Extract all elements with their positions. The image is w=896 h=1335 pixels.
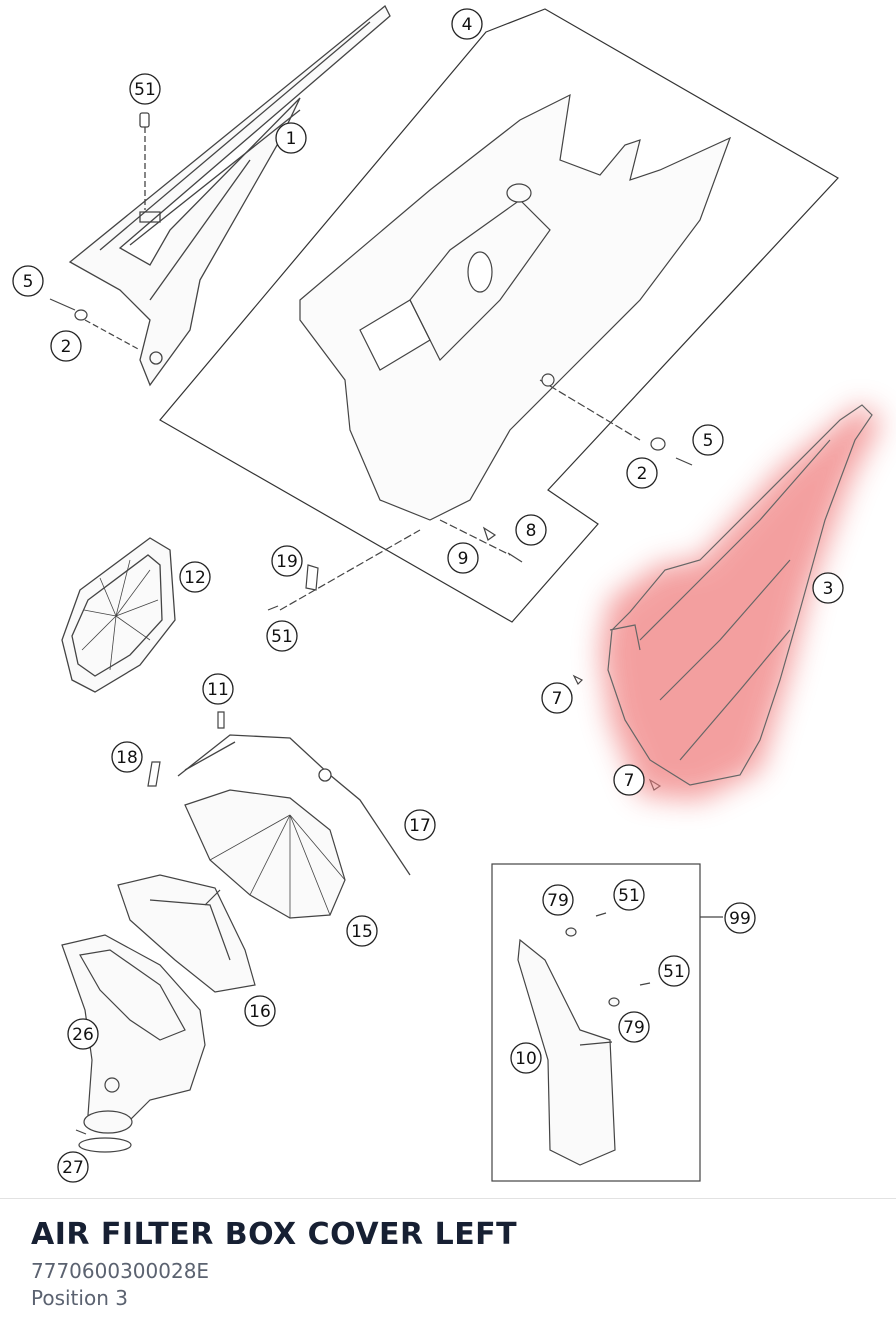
- callout-text-10: 10: [515, 1049, 537, 1069]
- callout-17: [404, 809, 436, 841]
- callout-4: [451, 8, 483, 40]
- callout-text-5-left: 5: [23, 272, 34, 292]
- callout-text-7-lower: 7: [624, 771, 635, 791]
- part-15-filter-element: [184, 789, 346, 919]
- callout-2-left: [50, 330, 82, 362]
- callout-text-51-mid: 51: [271, 627, 293, 647]
- callout-text-99: 99: [729, 909, 751, 929]
- callout-text-5-right: 5: [703, 431, 714, 451]
- callout-text-11: 11: [207, 680, 229, 700]
- callout-5-right: [692, 424, 724, 456]
- callout-51-box-mid: [658, 955, 690, 987]
- part-12-filter-cage: [61, 537, 176, 693]
- callout-5-left: [12, 265, 44, 297]
- callout-text-1: 1: [286, 129, 297, 149]
- callout-text-18: 18: [116, 748, 138, 768]
- callout-text-19: 19: [276, 552, 298, 572]
- callout-99: [724, 902, 756, 934]
- part-3-highlight: [600, 405, 882, 800]
- part-info-panel: AIR FILTER BOX COVER LEFT 7770600300028E…: [0, 1198, 896, 1335]
- part-4-outline: [159, 8, 839, 623]
- callout-text-4: 4: [462, 15, 473, 35]
- callout-text-3: 3: [823, 579, 834, 599]
- part-26-intake-boot: [61, 934, 206, 1134]
- part-10-side-plate: [517, 912, 651, 1166]
- callout-16: [244, 995, 276, 1027]
- callout-51-top: [129, 73, 161, 105]
- small-hardware: [49, 298, 693, 791]
- callout-27: [57, 1151, 89, 1183]
- callout-text-8: 8: [526, 521, 537, 541]
- callout-3: [812, 572, 844, 604]
- exploded-parts-diagram: 4 51 1 5 2 5 2 8 9 19 51 12 3 7 7 11 18 …: [12, 4, 882, 1183]
- callout-26: [67, 1018, 99, 1050]
- part-27-clamp: [75, 1129, 132, 1153]
- part-16-filter-support: [117, 874, 256, 993]
- callout-1: [275, 122, 307, 154]
- callout-text-15: 15: [351, 922, 373, 942]
- callout-numbers: 4 51 1 5 2 5 2 8 9 19 51 12 3 7 7 11 18 …: [23, 15, 834, 1178]
- callout-7-lower: [613, 764, 645, 796]
- callout-text-27: 27: [62, 1158, 84, 1178]
- callout-text-2-right: 2: [637, 464, 648, 484]
- callout-10: [510, 1042, 542, 1074]
- part-99-box: [491, 863, 723, 1182]
- callout-11: [202, 673, 234, 705]
- callout-labels: [12, 8, 844, 1183]
- callout-text-17: 17: [409, 816, 431, 836]
- callout-text-51-top: 51: [134, 80, 156, 100]
- callout-text-51-box-mid: 51: [663, 962, 685, 982]
- callout-text-26: 26: [72, 1025, 94, 1045]
- part-17-wire-bracket: [177, 734, 411, 876]
- callout-text-7-upper: 7: [552, 689, 563, 709]
- callout-19: [271, 545, 303, 577]
- callout-51-box-top: [613, 879, 645, 911]
- callout-9: [447, 542, 479, 574]
- callout-text-79-top: 79: [547, 891, 569, 911]
- callout-18: [111, 741, 143, 773]
- callout-51-mid: [266, 620, 298, 652]
- part-number: 7770600300028E: [31, 1259, 210, 1283]
- callout-text-16: 16: [249, 1002, 271, 1022]
- part-position: Position 3: [31, 1286, 128, 1310]
- callout-8: [515, 514, 547, 546]
- callout-79-bottom: [618, 1011, 650, 1043]
- callout-text-79-bottom: 79: [623, 1018, 645, 1038]
- callout-2-right: [626, 457, 658, 489]
- callout-text-51-box-top: 51: [618, 886, 640, 906]
- part-title: AIR FILTER BOX COVER LEFT: [31, 1217, 518, 1252]
- callout-text-2-left: 2: [61, 337, 72, 357]
- callout-7-upper: [541, 682, 573, 714]
- callout-text-12: 12: [184, 568, 206, 588]
- callout-12: [179, 561, 211, 593]
- callout-79-top: [542, 884, 574, 916]
- part-4-airbox: [279, 93, 732, 611]
- callout-text-9: 9: [458, 549, 469, 569]
- callout-15: [346, 915, 378, 947]
- part-3-cover: [607, 404, 873, 786]
